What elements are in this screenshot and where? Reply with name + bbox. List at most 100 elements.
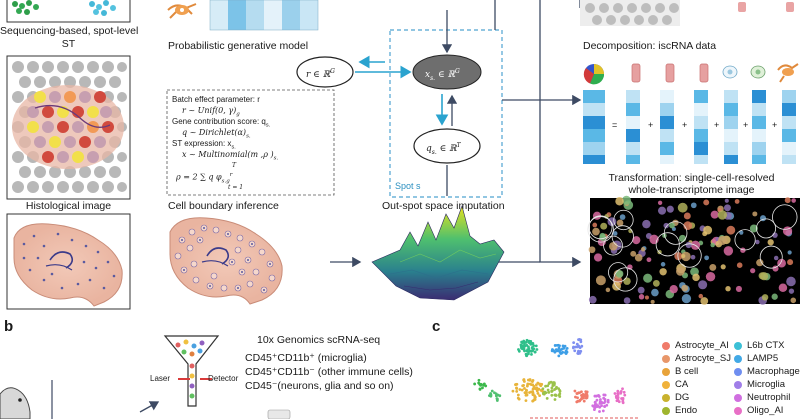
model-line-3: Gene contribution score: qs.	[172, 117, 271, 129]
cell-dot	[761, 294, 769, 301]
umap-point	[591, 404, 595, 408]
umap-point	[523, 341, 527, 345]
umap-point	[616, 398, 620, 402]
umap-point	[595, 394, 598, 398]
umap-point	[600, 401, 604, 405]
umap-point	[531, 399, 535, 403]
umap-point	[598, 410, 601, 413]
legend-swatch	[734, 406, 742, 415]
spot-outline	[588, 215, 613, 240]
umap-point	[571, 346, 575, 350]
umap-point	[553, 344, 557, 347]
spot-plate-label: Spot s	[395, 181, 421, 191]
umap-point	[582, 399, 586, 403]
legend-swatch	[662, 341, 670, 350]
legend-item: Microglia	[734, 379, 785, 390]
cell-dot	[726, 225, 736, 235]
umap-point	[534, 344, 538, 348]
umap-point	[561, 344, 565, 348]
cell-dot	[644, 295, 649, 300]
umap-point	[529, 341, 533, 345]
cell-dot	[705, 271, 716, 282]
umap-point	[616, 393, 620, 397]
spot-outline	[613, 267, 638, 292]
umap-point	[511, 389, 515, 393]
umap-point	[494, 392, 498, 396]
spot-outline	[603, 235, 623, 256]
legend-swatch	[662, 380, 670, 389]
umap-point	[621, 398, 625, 401]
umap-point	[520, 388, 524, 392]
umap-point	[535, 386, 539, 390]
umap-point	[613, 392, 617, 395]
legend-item: L6b CTX	[734, 340, 785, 351]
umap-point	[523, 386, 526, 390]
umap-point	[584, 390, 588, 394]
decomposition-label: Decomposition: iscRNA data	[583, 40, 717, 52]
cell-dot	[704, 255, 709, 261]
tube-icon	[267, 409, 291, 419]
cell-dot	[755, 239, 760, 245]
umap-point	[555, 385, 558, 389]
cell-dot	[698, 280, 708, 290]
cell-dot	[690, 254, 696, 260]
umap-point	[484, 384, 488, 388]
umap-point	[603, 400, 607, 403]
legend-item: Oligo_AI	[734, 405, 783, 416]
top-right-thumbs	[580, 0, 794, 26]
umap-point	[576, 399, 580, 403]
cell-dot	[623, 277, 631, 285]
umap-point	[541, 387, 545, 391]
cell-dot	[630, 250, 637, 257]
legend-label: DG	[675, 392, 690, 403]
cell-dot	[692, 273, 700, 282]
cell-dot	[652, 279, 660, 287]
umap-point	[550, 389, 554, 393]
cell-dot	[784, 197, 791, 204]
umap-point	[557, 346, 561, 350]
cell-dot	[676, 267, 685, 276]
umap-point	[558, 344, 561, 348]
cell-dot	[681, 284, 689, 292]
umap-point	[478, 387, 482, 391]
umap-point	[562, 346, 566, 350]
cell-dot	[646, 257, 652, 263]
cell-dot	[608, 241, 618, 251]
umap-point	[603, 405, 607, 409]
umap-point	[577, 352, 580, 355]
cell-dot	[666, 205, 674, 213]
cell-dot	[710, 242, 715, 248]
transform-label-line2: whole-transcriptome image	[628, 184, 755, 196]
legend-swatch	[662, 367, 670, 376]
umap-point	[559, 348, 563, 352]
model-line-7: ρ = 2 ∑ q φs.gr	[176, 172, 233, 185]
legend-swatch	[734, 354, 742, 363]
node-r	[296, 56, 354, 88]
model-line-4: q ~ Dirichlet(α)s.	[182, 128, 251, 140]
umap-point	[572, 341, 576, 345]
histology-image	[6, 213, 131, 310]
cell-dot	[720, 264, 726, 270]
detector-label: Detector	[208, 374, 239, 383]
sum-upper-limit: T	[232, 162, 237, 169]
umap-point	[554, 394, 558, 397]
cell-dot	[615, 197, 624, 206]
plus-sign-3: +	[714, 120, 720, 130]
umap-point	[544, 384, 547, 388]
arrow-to-cytometer	[139, 401, 160, 413]
mouse-icon	[0, 380, 53, 419]
cell-dot	[771, 293, 778, 300]
legend-label: Astrocyte_SJ	[675, 353, 731, 364]
spot-outline	[608, 262, 629, 283]
legend-label: Endo	[675, 405, 698, 416]
umap-point	[531, 347, 534, 351]
umap-point	[580, 397, 583, 401]
umap-point	[518, 388, 522, 391]
cell-dot	[773, 255, 779, 261]
umap-point	[538, 394, 541, 397]
umap-point	[558, 350, 562, 354]
legend-swatch	[662, 393, 670, 402]
umap-point	[553, 382, 556, 386]
cell-dot	[669, 285, 678, 294]
node-q	[413, 128, 481, 164]
